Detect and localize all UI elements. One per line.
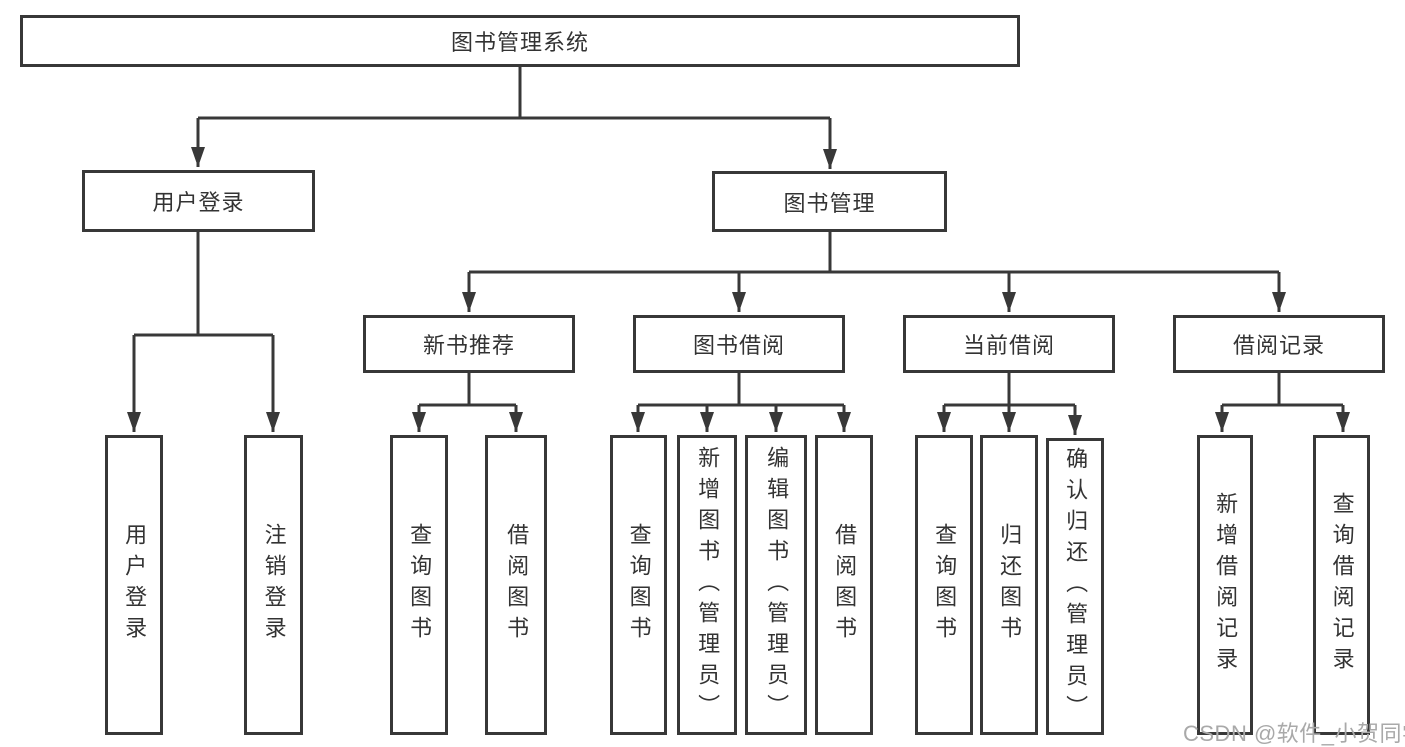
node-book-borrowing-label: 图书借阅 (692, 333, 785, 358)
leaf-user-login-label: 用户登录 (122, 523, 148, 647)
node-user-login: 用户登录 (82, 170, 315, 232)
connector-new-book-to-leaves (412, 373, 523, 432)
node-root: 图书管理系统 (20, 15, 1020, 67)
node-current-borrowing-label: 当前借阅 (962, 333, 1055, 358)
leaf-query-borrow-record-label: 查询借阅记录 (1329, 492, 1355, 678)
connector-user-login-to-leaves (127, 232, 280, 432)
leaf-add-book-admin: 新增图书（管理员） (677, 435, 737, 735)
leaf-add-book-admin-label: 新增图书（管理员） (695, 445, 721, 725)
leaf-query-books-current: 查询图书 (915, 435, 973, 735)
node-book-borrowing: 图书借阅 (633, 315, 845, 373)
leaf-return-books-label: 归还图书 (997, 523, 1023, 647)
connector-root-to-level2 (191, 67, 837, 169)
node-borrow-records: 借阅记录 (1173, 315, 1385, 373)
csdn-watermark: CSDN @软件_小贺同学 (1183, 721, 1405, 746)
leaf-query-borrow-record: 查询借阅记录 (1313, 435, 1370, 735)
leaf-query-books-current-label: 查询图书 (932, 523, 958, 647)
leaf-edit-book-admin: 编辑图书（管理员） (745, 435, 807, 735)
leaf-return-books: 归还图书 (980, 435, 1038, 735)
leaf-query-books-borrow-label: 查询图书 (626, 523, 652, 647)
leaf-confirm-return-admin: 确认归还（管理员） (1046, 438, 1104, 735)
node-borrow-records-label: 借阅记录 (1232, 333, 1325, 358)
leaf-add-borrow-record-label: 新增借阅记录 (1213, 492, 1239, 678)
node-current-borrowing: 当前借阅 (903, 315, 1115, 373)
leaf-borrow-books-recommend: 借阅图书 (485, 435, 547, 735)
node-new-book-recommend-label: 新书推荐 (422, 333, 515, 358)
node-book-management: 图书管理 (712, 171, 947, 232)
leaf-borrow-books-label: 借阅图书 (832, 523, 858, 647)
node-book-management-label: 图书管理 (783, 190, 876, 216)
connector-book-management-to-level3 (462, 232, 1286, 312)
leaf-borrow-books-recommend-label: 借阅图书 (504, 523, 530, 647)
leaf-query-books-recommend: 查询图书 (390, 435, 448, 735)
connector-current-borrow-to-leaves (937, 373, 1082, 435)
leaf-user-login: 用户登录 (105, 435, 163, 735)
leaf-query-books-borrow: 查询图书 (610, 435, 667, 735)
node-root-label: 图书管理系统 (450, 30, 589, 55)
connector-borrow-record-to-leaves (1215, 373, 1350, 432)
node-new-book-recommend: 新书推荐 (363, 315, 575, 373)
leaf-borrow-books: 借阅图书 (815, 435, 873, 735)
leaf-add-borrow-record: 新增借阅记录 (1197, 435, 1253, 735)
leaf-logout-label: 注销登录 (261, 523, 287, 647)
leaf-edit-book-admin-label: 编辑图书（管理员） (764, 445, 790, 725)
leaf-logout: 注销登录 (244, 435, 303, 735)
node-user-login-label: 用户登录 (152, 190, 245, 215)
connector-book-borrow-to-leaves (631, 373, 851, 432)
leaf-confirm-return-admin-label: 确认归还（管理员） (1063, 447, 1089, 726)
leaf-query-books-recommend-label: 查询图书 (407, 523, 433, 647)
